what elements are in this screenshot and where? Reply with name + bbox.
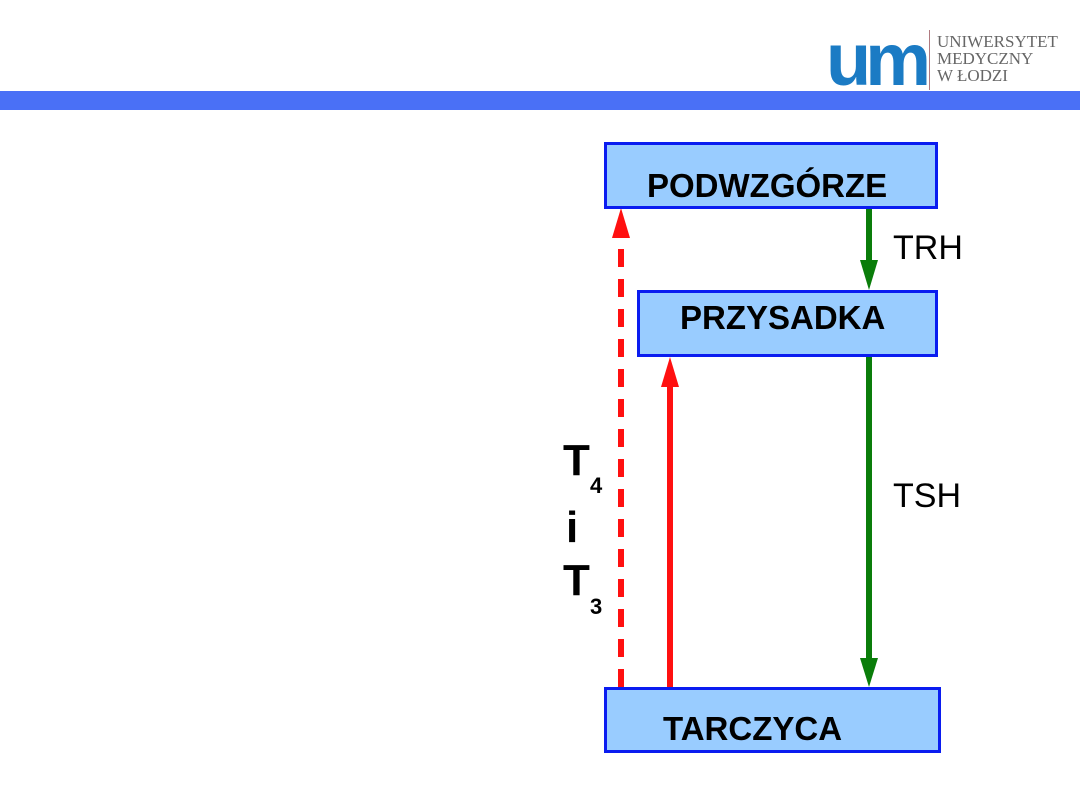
label-t3-subscript: 3 <box>590 594 603 619</box>
logo-mark: um <box>826 18 931 101</box>
label-t3: T <box>563 556 590 605</box>
logo-line: MEDYCZNY <box>937 49 1034 68</box>
box-label: PRZYSADKA <box>680 299 886 336</box>
trh-arrow <box>860 208 878 290</box>
label-trh: TRH <box>893 229 963 267</box>
logo-line: UNIWERSYTET <box>937 32 1058 51</box>
label-t4-subscript: 4 <box>590 473 603 498</box>
box-thyroid: TARCZYCA <box>604 687 941 753</box>
tsh-arrow <box>860 356 878 687</box>
feedback-arrow-pituitary <box>661 357 679 687</box>
header-bar <box>0 91 1080 110</box>
logo-divider <box>929 30 930 90</box>
box-hypothalamus: PODWZGÓRZE <box>604 142 938 209</box>
feedback-arrow-hypothalamus-dashed <box>612 208 630 687</box>
logo-line: W ŁODZI <box>937 66 1008 85</box>
label-and: i <box>566 503 579 552</box>
logo-text: UNIWERSYTET MEDYCZNY W ŁODZI <box>937 33 1058 84</box>
box-label: PODWZGÓRZE <box>647 167 888 204</box>
label-t4: T <box>563 436 590 485</box>
label-tsh: TSH <box>893 477 961 515</box>
box-label: TARCZYCA <box>663 710 843 747</box>
box-pituitary: PRZYSADKA <box>637 290 938 357</box>
